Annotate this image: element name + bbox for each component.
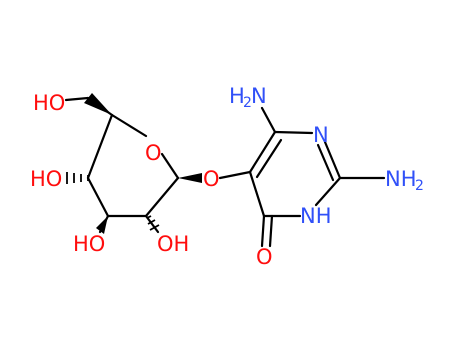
label-glyco-o: O <box>203 167 220 191</box>
label-nh2-right-sub: 2 <box>415 178 424 194</box>
bond-glyco-c5p <box>218 170 252 180</box>
bond-c1-c2 <box>144 176 180 218</box>
bond-c4-c5 <box>86 113 114 180</box>
hash-c4-oh <box>66 172 89 184</box>
label-ring-o: O <box>145 141 162 165</box>
label-n-ring: N <box>313 123 329 147</box>
bond-n3-c2p <box>314 176 342 207</box>
label-nh2-right: NH <box>385 167 417 191</box>
bond-c2-oh <box>144 214 160 234</box>
bond-c6p-c5p-double <box>255 138 283 179</box>
label-nh2-top-n: N <box>251 84 267 108</box>
bond-c3-c4 <box>86 176 110 218</box>
label-ho-ch2: HO <box>33 91 65 115</box>
bond-c5p-c4p <box>248 170 266 218</box>
bond-c6-oh <box>64 96 90 102</box>
wedge-c3-oh <box>96 216 108 234</box>
wedge-c1-glyco <box>178 173 202 183</box>
label-oh-c2: OH <box>157 232 189 256</box>
bond-n1-c6p <box>273 130 314 135</box>
bond-c6p-c5p <box>248 130 277 174</box>
label-ho-c4: HO <box>30 167 62 191</box>
label-nh2-top-sub: 2 <box>243 95 252 111</box>
hash-c2-oh <box>146 215 160 231</box>
bond-ringo-c1 <box>160 152 180 180</box>
label-keto-o: O <box>256 245 273 269</box>
label-nh-ring: NH <box>300 204 332 228</box>
label-ho-c3: HO <box>73 232 105 256</box>
bond-c2p-n1-double <box>316 143 335 182</box>
bond-c6p-nh2 <box>260 106 277 134</box>
bond-layer <box>64 96 386 248</box>
bond-c2p-n1 <box>323 140 342 180</box>
bond-c4p-o <box>260 214 266 248</box>
wedge-c5-c6 <box>84 93 112 115</box>
bond-c5-ringo <box>110 113 148 138</box>
label-nh2-top-h: H <box>229 84 245 108</box>
bond-c4p-o-double <box>268 214 274 248</box>
